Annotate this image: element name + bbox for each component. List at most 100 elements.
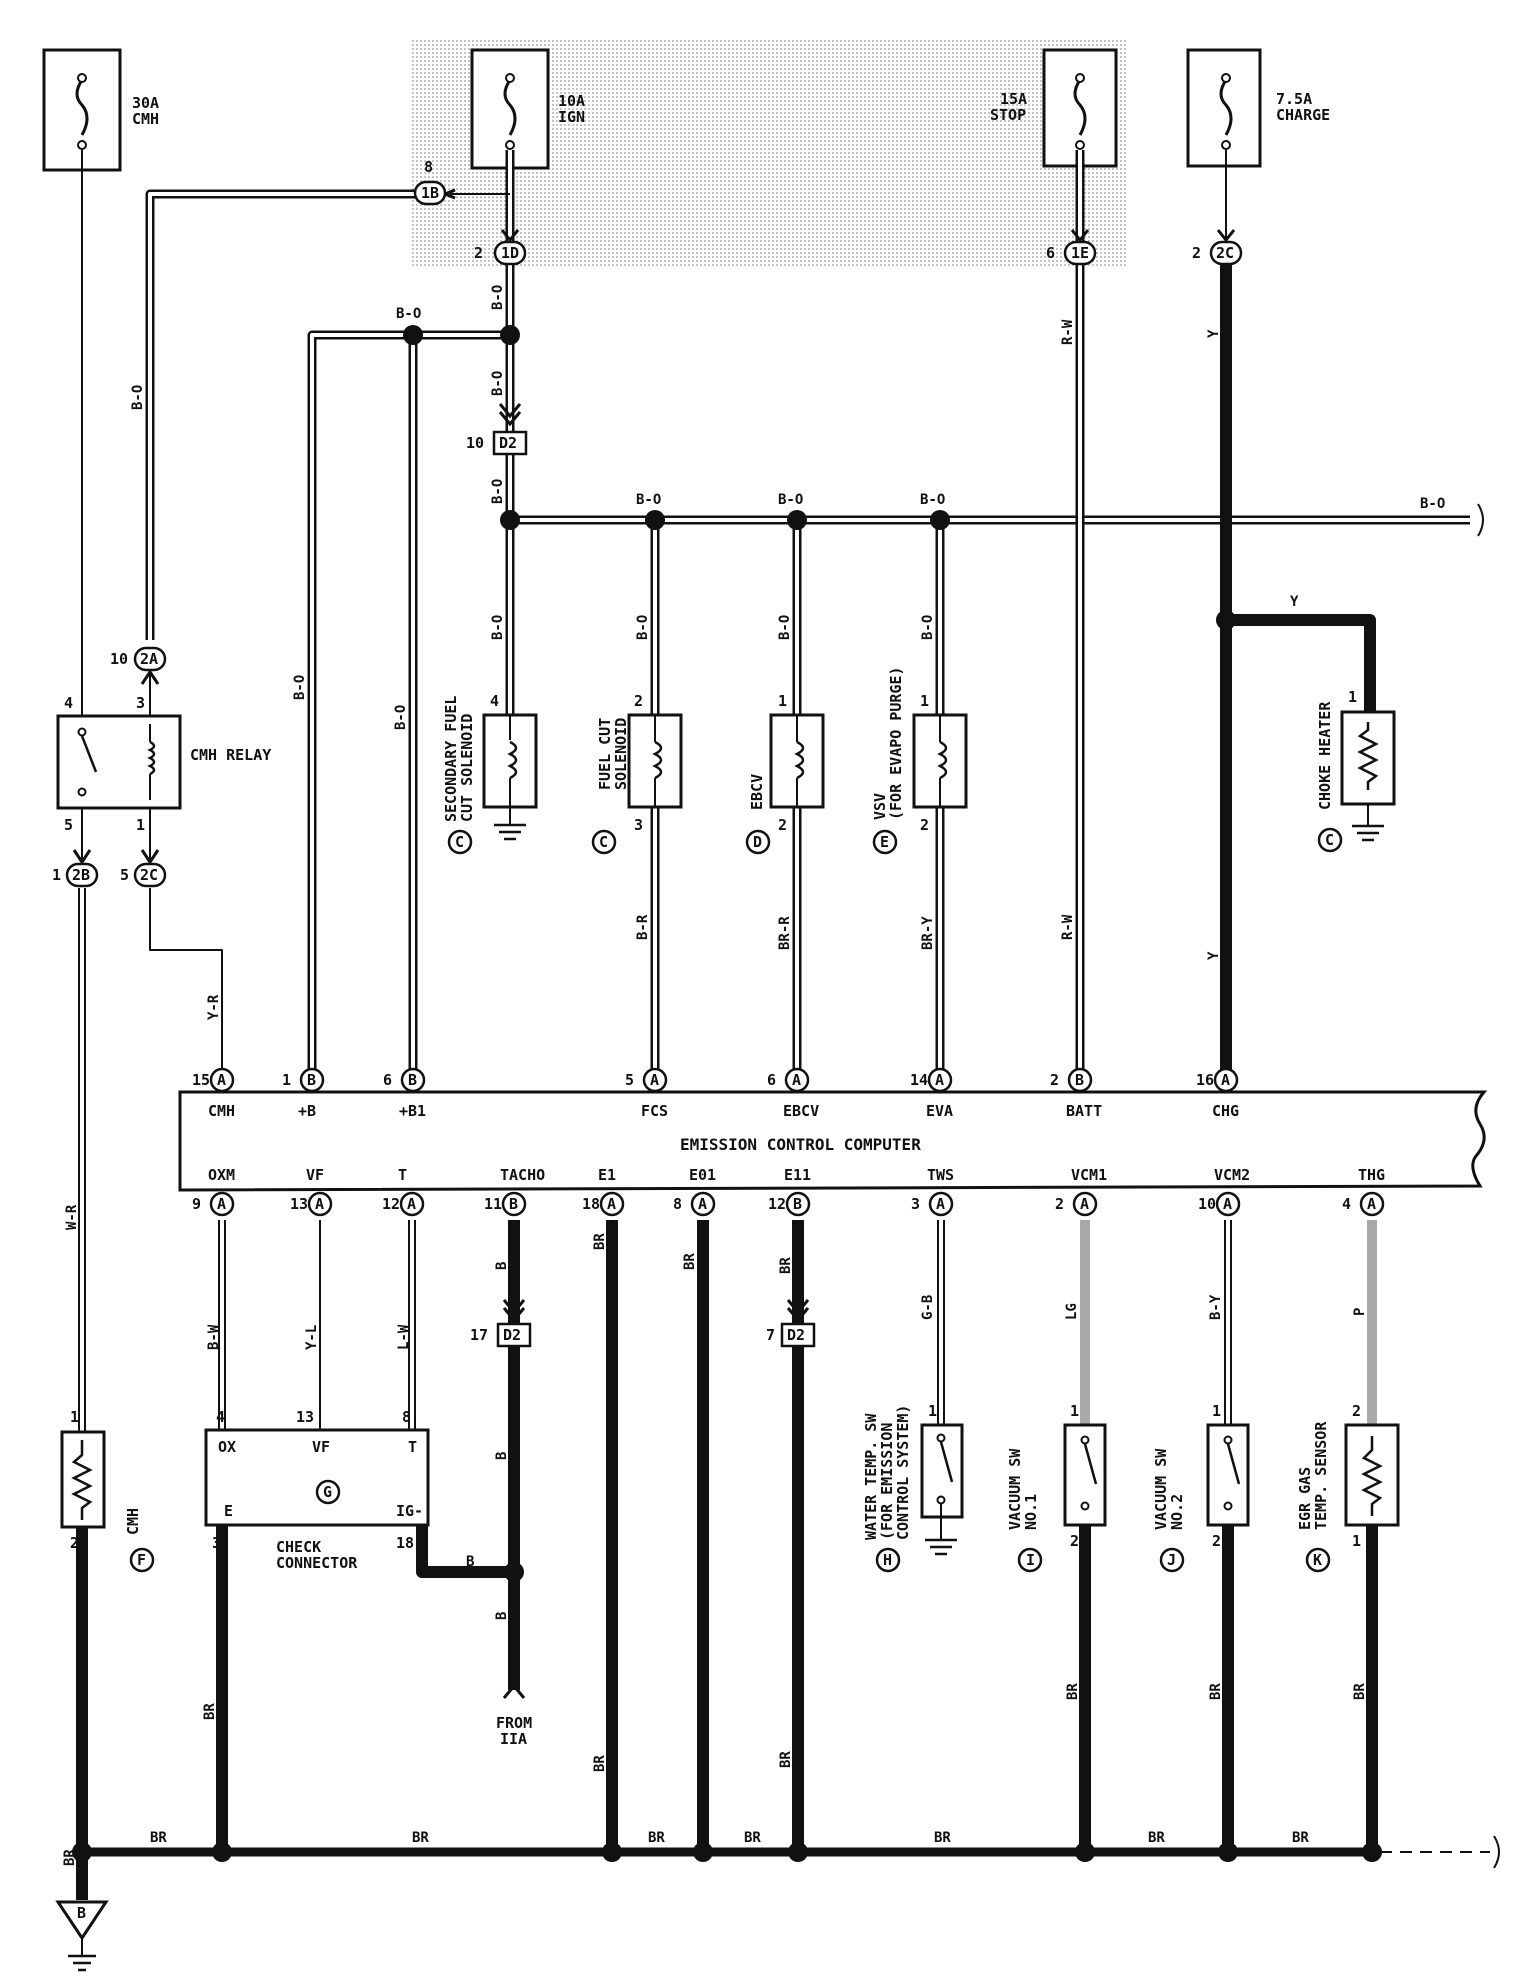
svg-text:A: A — [935, 1071, 944, 1089]
svg-text:P: P — [1352, 1308, 1368, 1316]
svg-text:BR: BR — [1065, 1683, 1081, 1700]
svg-text:B: B — [509, 1195, 518, 1213]
svg-text:1E: 1E — [1071, 244, 1089, 262]
svg-text:9: 9 — [192, 1195, 201, 1213]
bus-continuation-mark — [1477, 503, 1484, 537]
svg-text:B: B — [494, 1452, 510, 1460]
svg-text:B: B — [408, 1071, 417, 1089]
svg-text:G: G — [323, 1483, 332, 1501]
svg-text:CHOKE HEATER: CHOKE HEATER — [1316, 701, 1334, 810]
svg-text:B-O: B-O — [490, 479, 506, 504]
svg-text:18: 18 — [582, 1195, 600, 1213]
svg-text:E: E — [880, 833, 889, 851]
svg-text:FUEL CUT: FUEL CUT — [596, 718, 614, 790]
svg-text:CMH: CMH — [124, 1508, 142, 1535]
svg-text:VCM2: VCM2 — [1214, 1166, 1250, 1184]
svg-text:3: 3 — [212, 1534, 221, 1552]
svg-text:R-W: R-W — [1060, 319, 1076, 345]
svg-text:BR: BR — [150, 1830, 167, 1846]
svg-text:J: J — [1167, 1551, 1176, 1569]
connector-2a: 2A 10 — [110, 646, 167, 672]
svg-text:CONTROL SYSTEM): CONTROL SYSTEM) — [894, 1405, 912, 1540]
svg-text:WATER TEMP. SW: WATER TEMP. SW — [862, 1413, 880, 1540]
svg-text:BR: BR — [412, 1830, 429, 1846]
svg-text:T: T — [408, 1438, 417, 1456]
svg-text:C: C — [455, 833, 464, 851]
svg-text:B-R: B-R — [635, 914, 651, 940]
svg-text:E11: E11 — [784, 1166, 811, 1184]
svg-text:13: 13 — [290, 1195, 308, 1213]
svg-text:BR: BR — [62, 1849, 78, 1866]
fuse-ign: 10A IGN — [470, 48, 585, 170]
connector-d2-e11: D2 7 — [766, 1322, 816, 1348]
connector-1e: 1E 6 — [1046, 240, 1097, 266]
svg-text:B-Y: B-Y — [1208, 1294, 1224, 1320]
svg-text:15: 15 — [192, 1071, 210, 1089]
svg-text:B: B — [466, 1554, 474, 1570]
svg-text:D2: D2 — [503, 1326, 521, 1344]
svg-text:A: A — [650, 1071, 659, 1089]
fuse-charge: 7.5A CHARGE — [1186, 48, 1330, 168]
svg-text:B: B — [77, 1904, 86, 1922]
svg-text:6: 6 — [1046, 244, 1055, 262]
svg-text:11: 11 — [484, 1195, 502, 1213]
connector-1d: 1D 2 — [474, 240, 527, 266]
svg-text:Y: Y — [1290, 594, 1299, 610]
svg-text:4: 4 — [64, 694, 73, 712]
svg-text:BR: BR — [778, 1751, 794, 1768]
svg-text:17: 17 — [470, 1326, 488, 1344]
svg-text:2: 2 — [474, 244, 483, 262]
svg-text:B: B — [494, 1262, 510, 1270]
svg-text:Y-R: Y-R — [206, 994, 222, 1020]
svg-text:BR: BR — [202, 1703, 218, 1720]
svg-text:LG: LG — [1064, 1303, 1080, 1320]
fuse-ign-amp: 10A — [558, 92, 585, 110]
svg-text:VF: VF — [306, 1166, 324, 1184]
svg-text:1: 1 — [70, 1408, 79, 1426]
svg-text:12: 12 — [382, 1195, 400, 1213]
svg-text:3: 3 — [911, 1195, 920, 1213]
svg-text:CMH: CMH — [208, 1102, 235, 1120]
svg-text:A: A — [315, 1195, 324, 1213]
svg-text:B-O: B-O — [920, 615, 936, 640]
svg-text:G-B: G-B — [920, 1295, 936, 1320]
svg-text:5: 5 — [625, 1071, 634, 1089]
fuse-charge-amp: 7.5A — [1276, 90, 1312, 108]
svg-text:E01: E01 — [689, 1166, 716, 1184]
svg-text:2: 2 — [1192, 244, 1201, 262]
svg-text:B-O: B-O — [130, 385, 146, 410]
svg-text:VACUUM SW: VACUUM SW — [1152, 1448, 1170, 1530]
svg-text:EBCV: EBCV — [783, 1102, 819, 1120]
svg-text:2: 2 — [920, 816, 929, 834]
svg-text:B-O: B-O — [778, 492, 803, 508]
svg-text:H: H — [883, 1551, 892, 1569]
svg-text:BR: BR — [648, 1830, 665, 1846]
ecu-label: EMISSION CONTROL COMPUTER — [680, 1135, 921, 1154]
svg-text:D: D — [753, 833, 762, 851]
fuse-ign-name: IGN — [558, 108, 585, 126]
svg-text:(FOR EVAPO PURGE): (FOR EVAPO PURGE) — [887, 666, 905, 820]
svg-text:A: A — [217, 1195, 226, 1213]
cmh-relay: 4 3 5 1 CMH RELAY — [56, 694, 271, 834]
svg-text:W-R: W-R — [64, 1204, 80, 1230]
svg-text:A: A — [407, 1195, 416, 1213]
svg-text:L-W: L-W — [396, 1324, 412, 1350]
svg-text:1: 1 — [778, 692, 787, 710]
ground-b: B — [55, 1900, 109, 1972]
svg-text:1: 1 — [1348, 688, 1357, 706]
svg-text:3: 3 — [136, 694, 145, 712]
svg-text:IG-: IG- — [396, 1502, 423, 1520]
svg-text:E1: E1 — [598, 1166, 616, 1184]
svg-text:1D: 1D — [501, 244, 519, 262]
svg-text:13: 13 — [296, 1408, 314, 1426]
svg-text:1B: 1B — [421, 184, 439, 202]
svg-text:2: 2 — [70, 1534, 79, 1552]
